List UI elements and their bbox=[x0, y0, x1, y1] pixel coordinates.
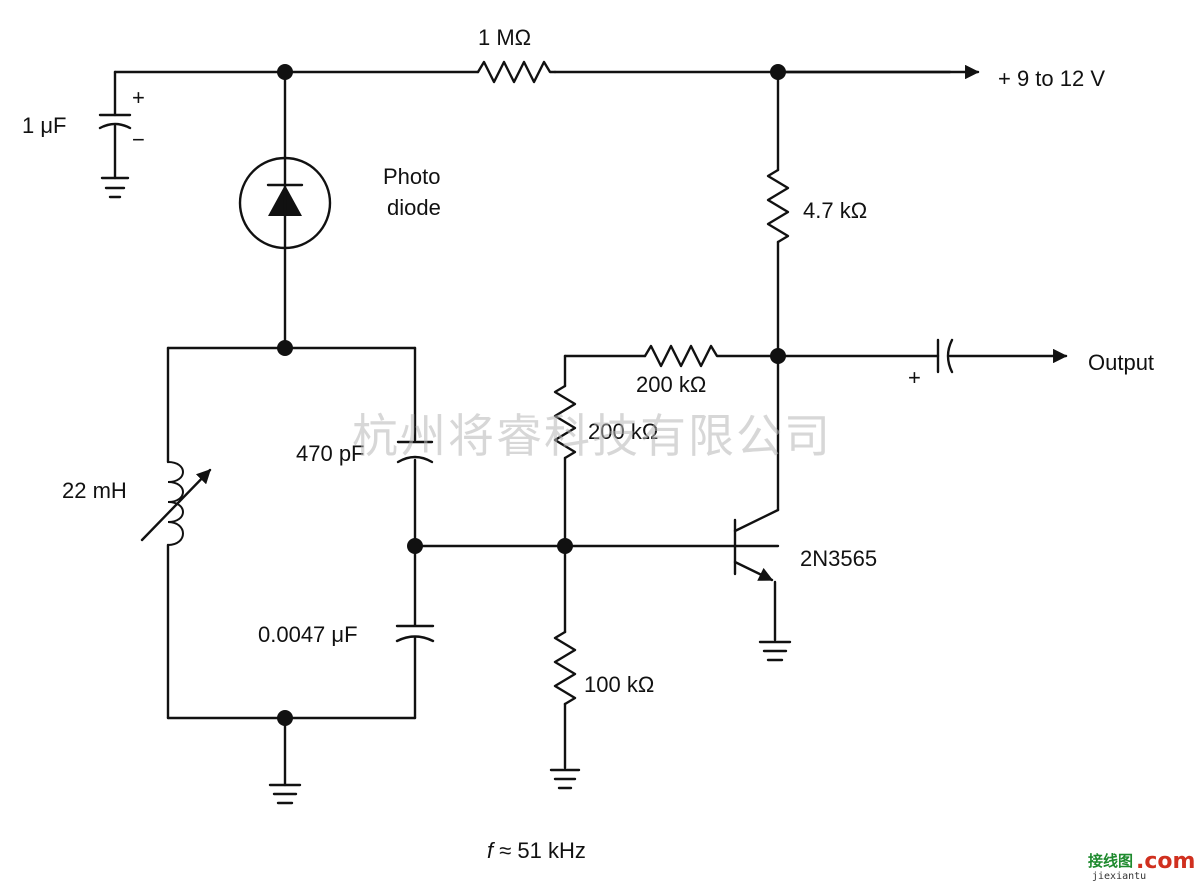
output-capacitor bbox=[776, 338, 1068, 374]
frequency-symbol: f bbox=[487, 838, 496, 863]
junction-dot bbox=[557, 538, 573, 554]
junction-dot bbox=[770, 348, 786, 364]
supply-label: + 9 to 12 V bbox=[998, 66, 1105, 91]
junction-dot bbox=[277, 340, 293, 356]
output-cap-plus-label: + bbox=[908, 365, 921, 390]
logo-main-text: 接线图 bbox=[1088, 852, 1133, 870]
cap-1uF-label: 1 μF bbox=[22, 113, 66, 138]
photodiode bbox=[238, 70, 332, 350]
tank-circuit-wires bbox=[166, 346, 780, 720]
cap-1uF-minus-label: − bbox=[132, 127, 145, 152]
inductor-22mH bbox=[140, 461, 212, 546]
cap-0047u-label: 0.0047 μF bbox=[258, 622, 358, 647]
capacitor-0047uF bbox=[395, 624, 435, 643]
logo-dot-text: .com bbox=[1136, 849, 1195, 874]
photodiode-label-line2: diode bbox=[387, 195, 441, 220]
resistor-100k bbox=[553, 544, 577, 770]
frequency-note: f ≈ 51 kHz bbox=[487, 838, 586, 863]
junction-dot bbox=[770, 64, 786, 80]
logo-sub-text: jiexiantu bbox=[1092, 871, 1146, 882]
junction-dots bbox=[277, 64, 786, 726]
junction-dot bbox=[407, 538, 423, 554]
res-1M-label: 1 MΩ bbox=[478, 25, 531, 50]
res-200k-bias-label: 200 kΩ bbox=[588, 419, 658, 444]
res-200k-feedback-label: 200 kΩ bbox=[636, 372, 706, 397]
frequency-value: ≈ 51 kHz bbox=[493, 838, 586, 863]
cap-1uF-plus-label: + bbox=[132, 85, 145, 110]
resistor-200k-bias bbox=[553, 354, 577, 548]
transistor-label: 2N3565 bbox=[800, 546, 877, 571]
junction-dot bbox=[277, 64, 293, 80]
ground-symbol-bias bbox=[549, 768, 581, 790]
output-label: Output bbox=[1088, 350, 1154, 375]
resistor-200k-feedback bbox=[563, 344, 780, 368]
inductor-label: 22 mH bbox=[62, 478, 127, 503]
cap-470p-label: 470 pF bbox=[296, 441, 365, 466]
photodiode-label-line1: Photo bbox=[383, 164, 441, 189]
junction-dot bbox=[277, 710, 293, 726]
transistor-2N3565 bbox=[733, 354, 780, 642]
ground-symbol-emitter bbox=[758, 640, 792, 662]
ground-symbol-cap bbox=[100, 176, 130, 199]
res-4k7-label: 4.7 kΩ bbox=[803, 198, 867, 223]
res-100k-label: 100 kΩ bbox=[584, 672, 654, 697]
resistor-4k7 bbox=[766, 70, 790, 358]
resistor-1M bbox=[476, 60, 557, 84]
capacitor-1uF bbox=[98, 70, 132, 180]
capacitor-470pF bbox=[396, 440, 434, 464]
site-logo: 接线图 .com jiexiantu bbox=[1088, 849, 1195, 882]
ground-symbol-tank bbox=[268, 716, 302, 805]
watermark-text: 杭州将睿科技有限公司 bbox=[352, 409, 832, 463]
